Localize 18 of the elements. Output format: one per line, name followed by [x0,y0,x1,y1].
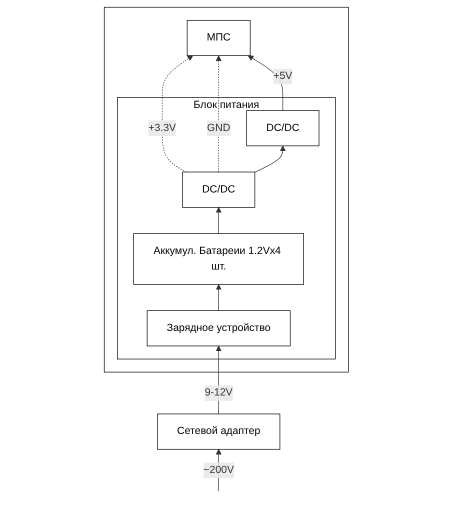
node-box: DC/DC [182,172,255,208]
arrow [215,55,222,172]
node-box: МПС [186,20,250,56]
edge-label: GND [206,122,230,134]
node-box: Сетевой адаптер [156,414,280,450]
edge-label: ~200V [203,464,234,476]
arrow [215,284,222,311]
cluster [104,6,348,372]
arrow [215,207,222,234]
node-box: DC/DC [246,110,319,146]
arrow [254,146,286,173]
arrow [162,55,193,172]
edge-label: +3.3V [148,122,176,134]
node-box: Зарядное устройство [146,310,290,346]
arrow [247,55,283,111]
edge-label: +5V [273,70,292,82]
node-box: Аккумул. Батареии 1.2Vx4 шт. [132,233,304,285]
edge-label: 9-12V [204,387,232,398]
